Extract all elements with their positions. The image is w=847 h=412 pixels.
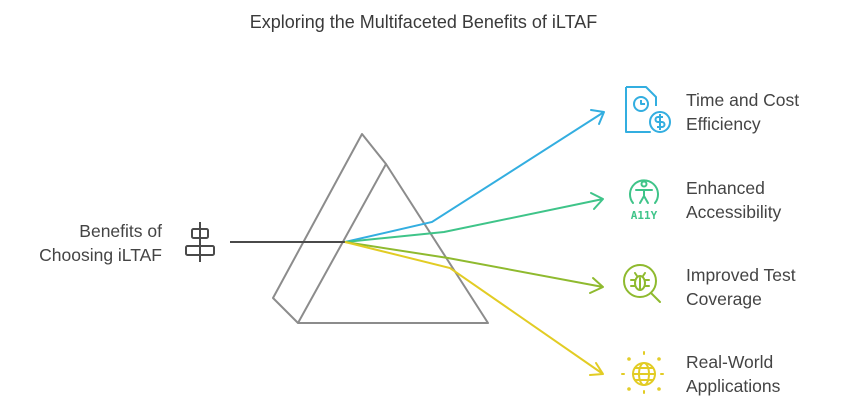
- accessibility-a11y-icon: A11Y: [629, 179, 659, 222]
- beam-accessibility: [344, 192, 604, 243]
- prism: [272, 133, 489, 324]
- output-label-line2: Coverage: [686, 289, 762, 309]
- diagram-title: Exploring the Multifaceted Benefits of i…: [249, 12, 598, 32]
- source-label-line1: Benefits of: [79, 221, 162, 241]
- output-label-line2: Applications: [686, 376, 781, 396]
- output-label-line1: Improved Test: [686, 265, 796, 285]
- output-label-time-cost: Time and Cost Efficiency: [686, 88, 799, 136]
- output-label-test-coverage: Improved Test Coverage: [686, 263, 796, 311]
- beam-time-cost: [344, 109, 605, 243]
- output-label-line2: Accessibility: [686, 202, 782, 222]
- output-label-line2: Efficiency: [686, 114, 761, 134]
- output-label-line1: Time and Cost: [686, 90, 800, 110]
- align-center-icon: [185, 222, 215, 262]
- source-label-line2: Choosing iLTAF: [39, 245, 162, 265]
- arrowhead: [590, 192, 604, 210]
- output-label-line1: Real-World: [686, 352, 774, 372]
- beam-test-coverage: [344, 241, 604, 294]
- arrowhead: [590, 109, 605, 125]
- source-label: Benefits of Choosing iLTAF: [10, 219, 162, 267]
- output-label-real-world: Real-World Applications: [686, 350, 780, 398]
- arrowhead: [589, 277, 604, 294]
- clock-dollar-document-icon: [625, 86, 671, 133]
- globe-icon: [621, 351, 667, 397]
- beam-real-world: [344, 241, 604, 376]
- output-label-line1: Enhanced: [686, 178, 765, 198]
- arrowhead: [589, 362, 604, 376]
- prism-front-face: [297, 163, 489, 324]
- bug-magnifier-icon: [623, 264, 661, 303]
- a11y-icon-text: A11Y: [631, 209, 658, 222]
- output-label-accessibility: Enhanced Accessibility: [686, 176, 781, 224]
- prism-side-edges: [272, 133, 387, 324]
